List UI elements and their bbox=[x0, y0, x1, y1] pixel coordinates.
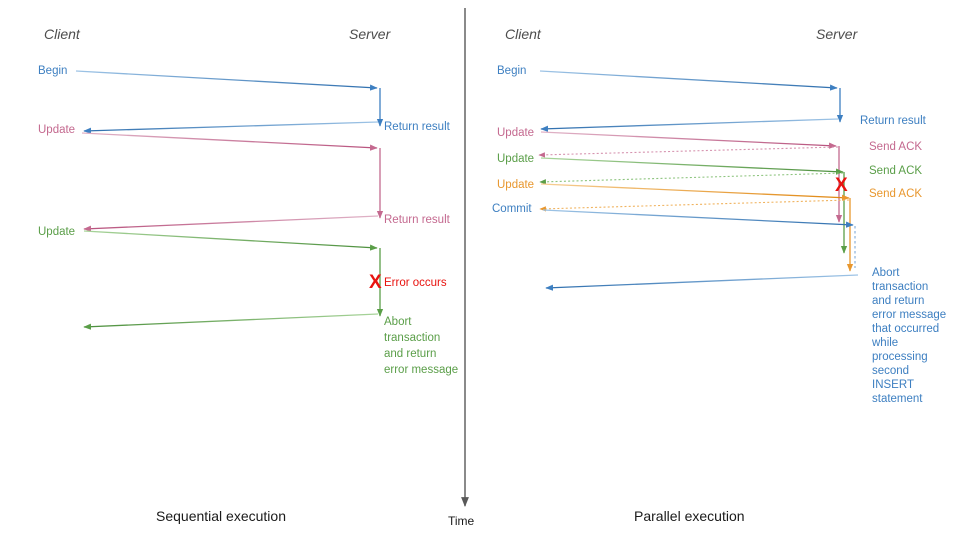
left-server-lane-title: Server bbox=[349, 26, 392, 42]
right-arrow-update-orange bbox=[540, 183, 850, 201]
left-abort-note-line-0: Abort bbox=[384, 316, 412, 328]
right-server-label-3: Send ACK bbox=[869, 188, 922, 200]
right-panel-caption: Parallel execution bbox=[634, 508, 745, 524]
right-abort-note-line-0: Abort bbox=[872, 267, 900, 279]
right-client-label-1: Update bbox=[497, 127, 534, 139]
right-abort-note-line-2: and return bbox=[872, 295, 924, 307]
right-ack-orange-dotted bbox=[539, 199, 850, 212]
time-axis: Time bbox=[448, 8, 475, 528]
error-x-icon: X bbox=[369, 272, 382, 293]
right-ack-green-dotted bbox=[539, 172, 844, 185]
right-panel: Client Server bbox=[492, 26, 946, 524]
right-abort-note-line-3: error message bbox=[872, 309, 946, 321]
left-client-lane-title: Client bbox=[44, 26, 81, 42]
left-arrow-begin bbox=[75, 70, 378, 91]
left-arrow-abort bbox=[83, 313, 379, 330]
right-abort-note: Abort transaction and return error messa… bbox=[871, 267, 946, 405]
left-panel: Client Server bbox=[38, 26, 458, 524]
left-arrow-return-result-2 bbox=[83, 215, 379, 232]
left-client-label-2: Update bbox=[38, 226, 75, 238]
time-axis-label: Time bbox=[448, 514, 475, 528]
right-arrow-update-green bbox=[540, 157, 844, 175]
left-client-label-1: Update bbox=[38, 124, 75, 136]
left-abort-note-line-1: transaction bbox=[384, 332, 440, 344]
left-abort-note-line-2: and return bbox=[384, 348, 436, 360]
right-client-label-4: Commit bbox=[492, 203, 532, 215]
right-arrow-update-pink bbox=[540, 131, 837, 149]
left-arrow-return-result-1 bbox=[83, 121, 379, 134]
right-server-label-1: Send ACK bbox=[869, 141, 922, 153]
right-abort-note-line-5: while bbox=[871, 337, 898, 349]
right-abort-note-line-1: transaction bbox=[872, 281, 928, 293]
right-client-label-3: Update bbox=[497, 179, 534, 191]
left-abort-note: Abort transaction and return error messa… bbox=[384, 316, 458, 376]
right-abort-note-line-4: that occurred bbox=[872, 323, 939, 335]
left-abort-note-line-3: error message bbox=[384, 364, 458, 376]
left-client-label-0: Begin bbox=[38, 65, 67, 77]
left-server-label-1: Return result bbox=[384, 214, 451, 226]
right-abort-note-line-6: processing bbox=[872, 351, 928, 363]
right-client-label-0: Begin bbox=[497, 65, 526, 77]
right-server-label-2: Send ACK bbox=[869, 165, 922, 177]
left-error-marker: X Error occurs bbox=[369, 272, 447, 293]
right-abort-note-line-7: second bbox=[872, 365, 909, 377]
left-arrow-update-2 bbox=[83, 230, 378, 251]
left-panel-caption: Sequential execution bbox=[156, 508, 286, 524]
right-client-lane-title: Client bbox=[505, 26, 542, 42]
right-abort-note-line-9: statement bbox=[872, 393, 923, 405]
right-client-label-2: Update bbox=[497, 153, 534, 165]
right-abort-note-line-8: INSERT bbox=[872, 379, 914, 391]
left-server-label-0: Return result bbox=[384, 121, 451, 133]
right-arrow-abort bbox=[545, 274, 859, 291]
right-arrow-return-result bbox=[540, 118, 839, 132]
right-server-label-0: Return result bbox=[860, 115, 927, 127]
right-ack-pink-dotted bbox=[538, 146, 839, 158]
right-arrow-begin bbox=[539, 70, 838, 91]
right-server-lane-title: Server bbox=[816, 26, 859, 42]
left-error-text: Error occurs bbox=[384, 277, 447, 289]
right-arrow-commit bbox=[542, 209, 854, 228]
error-x-icon: X bbox=[835, 175, 848, 196]
right-error-marker: X bbox=[835, 175, 848, 196]
left-arrow-update-1 bbox=[81, 132, 378, 151]
